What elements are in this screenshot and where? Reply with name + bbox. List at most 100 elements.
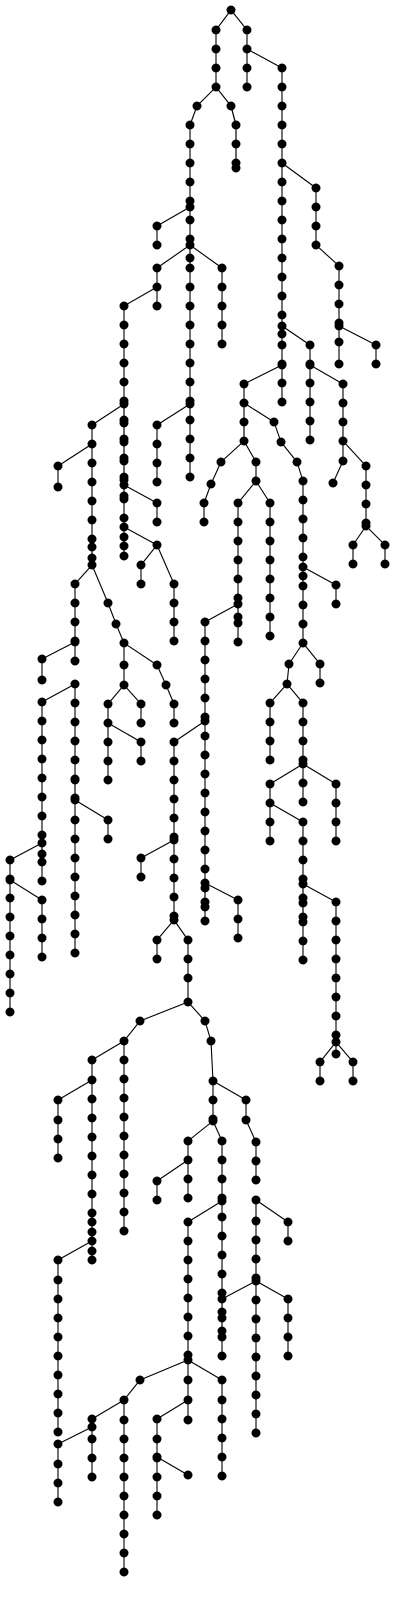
tree-edge bbox=[57, 1240, 93, 1261]
tree-node-82 bbox=[119, 494, 129, 504]
tree-node-47 bbox=[217, 320, 227, 330]
tree-node-255 bbox=[200, 769, 210, 779]
tree-node-122 bbox=[70, 637, 80, 647]
tree-node-165 bbox=[37, 895, 47, 905]
tree-node-42 bbox=[185, 453, 195, 463]
tree-node-38 bbox=[185, 377, 195, 387]
tree-node-270 bbox=[169, 813, 179, 823]
tree-edge bbox=[91, 564, 109, 604]
tree-node-363 bbox=[119, 1093, 129, 1103]
tree-node-323 bbox=[298, 855, 308, 865]
tree-node-414 bbox=[283, 1217, 293, 1227]
tree-edge bbox=[246, 48, 283, 69]
tree-node-415 bbox=[283, 1236, 293, 1246]
tree-node-147 bbox=[70, 872, 80, 882]
tree-edge bbox=[302, 566, 337, 586]
tree-node-157 bbox=[5, 893, 15, 903]
tree-node-494 bbox=[152, 1452, 162, 1462]
tree-node-349 bbox=[361, 480, 371, 490]
tree-node-30 bbox=[185, 240, 195, 250]
tree-edge bbox=[139, 1359, 189, 1381]
tree-node-302 bbox=[265, 698, 275, 708]
tree-node-438 bbox=[183, 1136, 193, 1146]
tree-node-100 bbox=[70, 579, 80, 589]
tree-node-308 bbox=[298, 736, 308, 746]
tree-edge bbox=[156, 1456, 189, 1476]
tree-node-135 bbox=[70, 656, 80, 666]
tree-node-315 bbox=[331, 779, 341, 789]
tree-node-457 bbox=[183, 1236, 193, 1246]
tree-node-55 bbox=[119, 377, 129, 387]
tree-node-172 bbox=[277, 158, 287, 168]
tree-node-28 bbox=[152, 221, 162, 231]
tree-node-468 bbox=[119, 1434, 129, 1444]
tree-node-113 bbox=[103, 775, 113, 785]
tree-edge bbox=[57, 1079, 93, 1101]
tree-node-321 bbox=[298, 817, 308, 827]
tree-node-21 bbox=[185, 158, 195, 168]
tree-node-379 bbox=[87, 1208, 97, 1218]
tree-node-13 bbox=[192, 101, 202, 111]
tree-node-248 bbox=[200, 636, 210, 646]
tree-node-456 bbox=[183, 1217, 193, 1227]
tree-node-417 bbox=[251, 1235, 261, 1245]
tree-node-227 bbox=[199, 498, 209, 508]
tree-node-123 bbox=[37, 654, 47, 664]
tree-edge bbox=[57, 1426, 93, 1445]
tree-node-43 bbox=[185, 472, 195, 482]
tree-node-218 bbox=[292, 457, 302, 467]
tree-node-369 bbox=[119, 1207, 129, 1217]
tree-node-378 bbox=[87, 1189, 97, 1199]
tree-node-354 bbox=[348, 559, 358, 569]
tree-node-235 bbox=[233, 574, 243, 584]
tree-node-265 bbox=[200, 716, 210, 726]
tree-node-159 bbox=[5, 931, 15, 941]
tree-node-53 bbox=[119, 339, 129, 349]
tree-node-357 bbox=[183, 997, 193, 1007]
tree-node-493 bbox=[152, 1510, 162, 1520]
tree-edge bbox=[57, 443, 93, 467]
tree-node-65 bbox=[87, 458, 97, 468]
tree-node-173 bbox=[277, 177, 287, 187]
tree-node-201 bbox=[239, 379, 249, 389]
tree-node-214 bbox=[338, 417, 348, 427]
tree-node-495 bbox=[183, 1470, 193, 1480]
tree-node-51 bbox=[119, 301, 129, 311]
tree-node-164 bbox=[5, 875, 15, 885]
tree-edge bbox=[243, 402, 275, 423]
tree-node-202 bbox=[239, 398, 249, 408]
tree-node-424 bbox=[217, 1351, 227, 1361]
tree-node-190 bbox=[334, 337, 344, 347]
tree-edge bbox=[302, 763, 337, 785]
tree-node-475 bbox=[119, 1567, 129, 1577]
tree-node-161 bbox=[5, 969, 15, 979]
tree-node-228 bbox=[199, 517, 209, 527]
tree-edge bbox=[302, 642, 321, 665]
tree-node-283 bbox=[183, 954, 193, 964]
tree-node-14 bbox=[226, 101, 236, 111]
tree-node-191 bbox=[334, 321, 344, 331]
tree-node-170 bbox=[37, 876, 47, 886]
tree-node-418 bbox=[251, 1254, 261, 1264]
tree-node-92 bbox=[136, 560, 146, 570]
tree-node-293 bbox=[331, 599, 341, 609]
tree-node-109 bbox=[103, 699, 113, 709]
tree-node-129 bbox=[37, 754, 47, 764]
tree-node-151 bbox=[70, 948, 80, 958]
tree-node-358 bbox=[135, 1016, 145, 1026]
tree-node-111 bbox=[103, 737, 113, 747]
tree-node-85 bbox=[119, 551, 129, 561]
tree-node-382 bbox=[53, 1095, 63, 1105]
tree-node-10 bbox=[277, 82, 287, 92]
tree-node-155 bbox=[5, 855, 15, 865]
tree-node-99 bbox=[87, 560, 97, 570]
tree-node-217 bbox=[276, 437, 286, 447]
tree-edge bbox=[156, 544, 175, 585]
tree-node-339 bbox=[298, 936, 308, 946]
tree-node-276 bbox=[169, 873, 179, 883]
tree-node-368 bbox=[119, 1188, 129, 1198]
tree-node-153 bbox=[103, 834, 113, 844]
tree-node-359 bbox=[200, 1016, 210, 1026]
tree-node-491 bbox=[152, 1472, 162, 1482]
tree-node-54 bbox=[119, 358, 129, 368]
